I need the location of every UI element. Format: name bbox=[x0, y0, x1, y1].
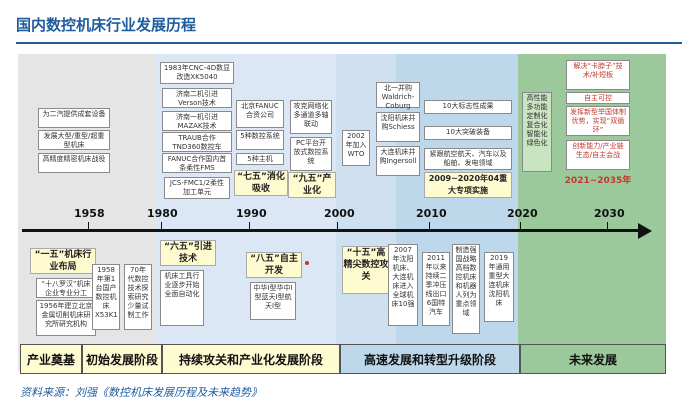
plan-tag-ninth-five-year: “九五”产业化 bbox=[288, 172, 336, 198]
event-box: 5种主机 bbox=[236, 153, 284, 165]
event-box: 10大突破装备 bbox=[424, 126, 512, 140]
year-tick-1980 bbox=[161, 222, 162, 232]
event-box: 济南二机引进Verson技术 bbox=[162, 88, 232, 108]
event-box: 70年代数控技术探索研究少量试制工作 bbox=[124, 264, 152, 330]
plan-tag-eighth-five-year: “八五”自主开发 bbox=[246, 252, 302, 278]
event-box: 创新能力/产业链生态/自主会战 bbox=[566, 140, 630, 170]
year-label-2010: 2010 bbox=[416, 207, 447, 220]
event-box: 自主可控 bbox=[566, 92, 630, 104]
title-divider bbox=[16, 42, 682, 44]
event-box: 2011年以来持续二季冲压线出口6国特汽车 bbox=[422, 252, 450, 326]
event-box: 解决“卡脖子”技术/补短板 bbox=[566, 60, 630, 90]
plan-tag-tenth-five-year: “十五”高精尖数控攻关 bbox=[342, 246, 390, 294]
year-tick-2010 bbox=[429, 222, 430, 232]
event-box: 高性能多功能定制化复合化智能化绿色化 bbox=[522, 92, 552, 172]
timeline-arrowhead bbox=[638, 223, 652, 239]
event-box: 1983年CNC-4D数显改造XK5040 bbox=[160, 62, 234, 84]
event-box: PC平台开放式数控系统 bbox=[290, 137, 332, 171]
plan-tag-sixth-five-year: “六五”引进技术 bbox=[160, 240, 216, 266]
plan-tag-special-project: 2009~2020年04重大专项实施 bbox=[424, 172, 512, 198]
event-box: 沈阳机床并购Schiess bbox=[376, 112, 420, 142]
event-box: 机床工具行业逐步开始全面自动化 bbox=[160, 270, 204, 326]
event-box: 北一并购Waldrich-Coburg bbox=[376, 82, 420, 110]
event-box: 紧跟航空航天、汽车以及船舶、发电领域 bbox=[424, 148, 512, 170]
year-tick-2000 bbox=[337, 222, 338, 232]
event-box: 2002年加入WTO bbox=[342, 130, 370, 166]
event-box: 1956年建立北京金属切削机床研究所研究机构 bbox=[36, 300, 96, 336]
page-title: 国内数控机床行业发展历程 bbox=[16, 16, 197, 34]
year-label-1958: 1958 bbox=[74, 207, 105, 220]
phase-label: 初始发展阶段 bbox=[82, 344, 162, 374]
event-box: FANUC合作国内首条柔性FMS bbox=[162, 153, 232, 173]
year-label-2000: 2000 bbox=[324, 207, 355, 220]
event-box: 10大标志性成果 bbox=[424, 100, 512, 114]
event-box: 高精度精密机床战役 bbox=[38, 153, 110, 173]
event-box: 5种数控系统 bbox=[236, 130, 284, 150]
year-label-1990: 1990 bbox=[236, 207, 267, 220]
event-box: 2019年通用重型大连机床沈阳机床 bbox=[484, 252, 514, 322]
year-label-2020: 2020 bbox=[507, 207, 538, 220]
event-box: 发展大型/重型/超重型机床 bbox=[38, 130, 110, 150]
event-box: 济南一机引进MAZAK技术 bbox=[162, 111, 232, 131]
phase-label: 高速发展和转型升级阶段 bbox=[340, 344, 520, 374]
year-tick-2030 bbox=[607, 222, 608, 232]
year-tick-1990 bbox=[249, 222, 250, 232]
year-tick-1958 bbox=[88, 222, 89, 232]
event-box: 攻克网络化多通道多轴联动 bbox=[290, 100, 332, 134]
timeline-axis bbox=[22, 229, 640, 232]
plan-tag-seventh-five-year: “七五”消化吸收 bbox=[234, 170, 288, 196]
event-box: 北京FANUC合资公司 bbox=[236, 100, 284, 128]
year-label-2030: 2030 bbox=[594, 207, 625, 220]
year-tick-2020 bbox=[520, 222, 521, 232]
event-box: JCS-FMC1/2柔性加工单元 bbox=[164, 177, 230, 199]
year-label-1980: 1980 bbox=[147, 207, 178, 220]
phase-label: 未来发展 bbox=[520, 344, 666, 374]
highlight-dot bbox=[305, 261, 309, 265]
event-box: 发挥新型举国体制优势，实现“双循环” bbox=[566, 106, 630, 136]
plan-tag-future: 2021~2035年 bbox=[564, 176, 632, 186]
event-box: 中华I型华中I型蓝天I型航天I型 bbox=[250, 282, 296, 320]
event-box: 制造强国战略高档数控机床和机器人列为重点领域 bbox=[452, 244, 480, 334]
event-box: 为二汽提供成套设备 bbox=[38, 108, 110, 128]
event-box: TRAUB合作TND360数控车 bbox=[162, 132, 232, 152]
event-box: 2007年沈阳机床、大连机床进入全球机床10强 bbox=[388, 244, 418, 326]
source-caption: 资料来源：刘强《数控机床发展历程及未来趋势》 bbox=[20, 386, 262, 399]
phase-label: 持续攻关和产业化发展阶段 bbox=[162, 344, 340, 374]
event-box: “十八罗汉”机床企业专业分工 bbox=[36, 278, 96, 298]
event-box: 大连机床并购Ingersoll bbox=[376, 146, 420, 176]
plan-tag-first-five-year: “一五”机床行业布局 bbox=[30, 248, 96, 274]
event-box: 1958年第1台国产数控机床X53K1 bbox=[92, 264, 120, 330]
phase-label: 产业奠基 bbox=[20, 344, 82, 374]
